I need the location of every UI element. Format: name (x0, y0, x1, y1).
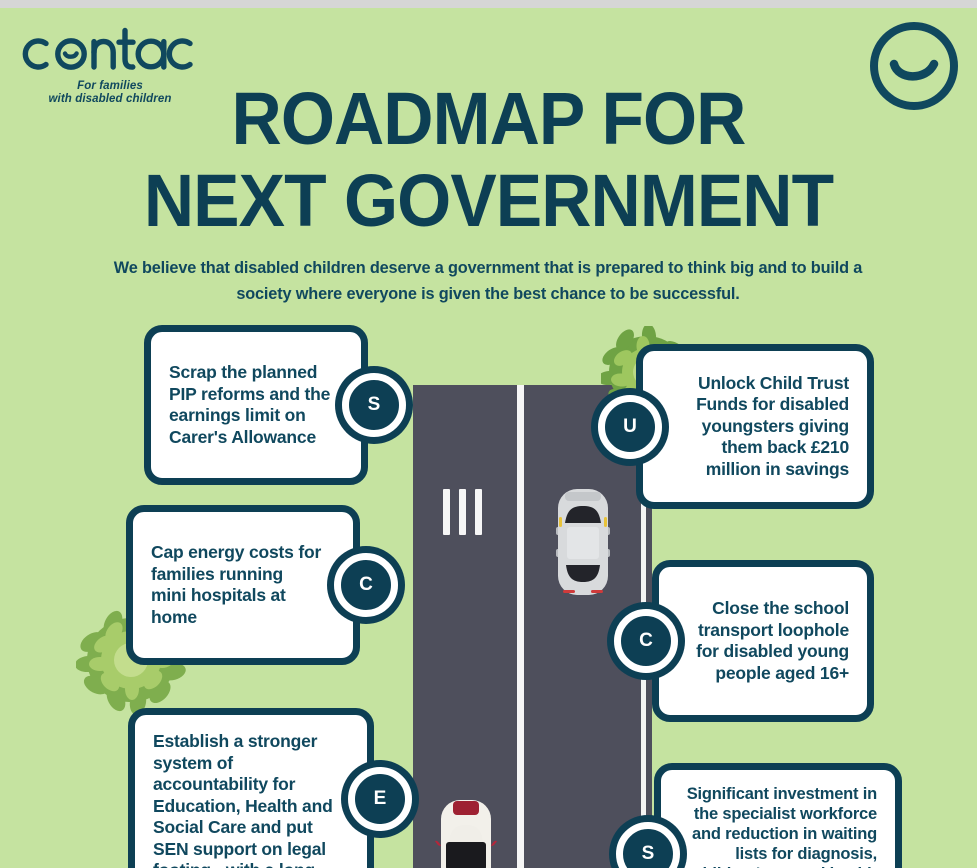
card-badge-c2: C (614, 609, 678, 673)
card-text: Close the school transport loophole for … (696, 598, 849, 683)
card-text: Unlock Child Trust Funds for disabled yo… (696, 372, 849, 479)
card-specialist-workforce[interactable]: Significant investment in the specialist… (616, 763, 902, 868)
card-badge-c: C (334, 553, 398, 617)
logo-tagline: For families with disabled children (20, 80, 200, 106)
card-badge-s2: S (616, 822, 680, 868)
road-center-line (517, 385, 524, 868)
card-badge-u: U (598, 394, 662, 459)
smiley-face-icon (870, 22, 958, 110)
card-pip-reforms[interactable]: Scrap the planned PIP reforms and the ea… (144, 325, 406, 485)
lane-dash (443, 489, 450, 535)
page-title: ROADMAP FOR NEXT GOVERNMENT (143, 77, 834, 242)
contact-logo: For families with disabled children (20, 26, 220, 106)
card-text: Scrap the planned PIP reforms and the ea… (169, 362, 331, 447)
road-surface (413, 385, 641, 868)
card-energy-costs[interactable]: Cap energy costs for families running mi… (126, 505, 398, 665)
card-badge-e: E (348, 767, 412, 831)
card-school-transport[interactable]: Close the school transport loophole for … (614, 560, 874, 722)
card-text: Establish a stronger system of accountab… (153, 731, 333, 868)
lane-dash (475, 489, 482, 535)
card-text: Cap energy costs for families running mi… (151, 542, 322, 627)
silver-car-icon (556, 489, 610, 595)
logo-tagline-line1: For families (77, 80, 143, 92)
card-accountability[interactable]: Establish a stronger system of accountab… (128, 708, 412, 868)
card-badge-s: S (342, 373, 406, 437)
top-strip (0, 0, 977, 8)
page-subtitle: We believe that disabled children deserv… (113, 259, 863, 303)
contact-wordmark-icon (22, 27, 193, 70)
logo-tagline-line2: with disabled children (48, 93, 172, 105)
card-child-trust-funds[interactable]: Unlock Child Trust Funds for disabled yo… (598, 344, 874, 509)
lane-dash (459, 489, 466, 535)
card-text: Significant investment in the specialist… (686, 785, 877, 868)
white-car-icon (435, 800, 497, 868)
